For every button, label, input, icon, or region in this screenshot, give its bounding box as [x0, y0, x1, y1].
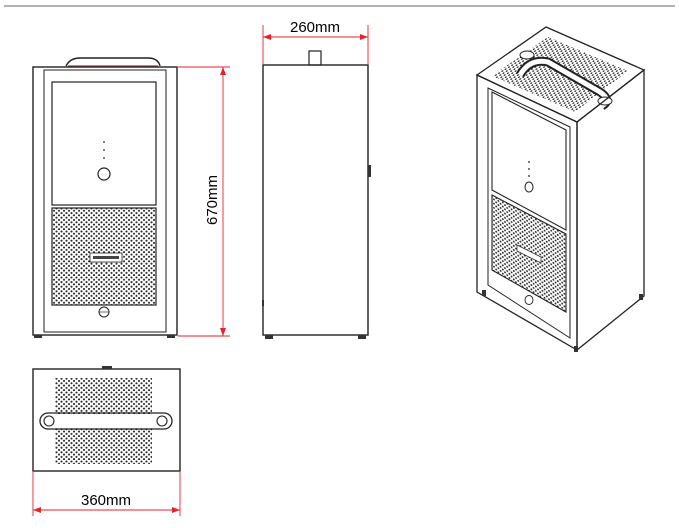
front-view: [32, 57, 178, 338]
top-view: [32, 366, 181, 472]
width-dimension: 360mm: [32, 472, 181, 516]
iso-logo-icon: [516, 244, 542, 264]
depth-label: 260mm: [290, 19, 340, 36]
isometric-view: [475, 26, 646, 352]
top-mesh-lower: [55, 428, 152, 464]
iso-right-face: [576, 68, 645, 352]
power-button-icon: [97, 167, 111, 181]
brand-logo-icon: [89, 252, 123, 263]
height-dimension: 670mm: [178, 66, 230, 337]
bottom-emblem: [98, 306, 110, 318]
front-upper-panel: [51, 81, 157, 206]
front-handle: [65, 57, 161, 67]
depth-dimension: 260mm: [262, 19, 369, 64]
width-label: 360mm: [81, 492, 131, 509]
top-mesh-upper: [55, 378, 152, 414]
iso-upper-panel: [491, 91, 567, 231]
side-view: [262, 50, 371, 339]
height-label: 670mm: [204, 175, 221, 225]
side-body: [262, 64, 369, 336]
front-body: [32, 66, 178, 336]
side-handle-stub: [308, 50, 322, 66]
top-handle: [39, 412, 173, 430]
